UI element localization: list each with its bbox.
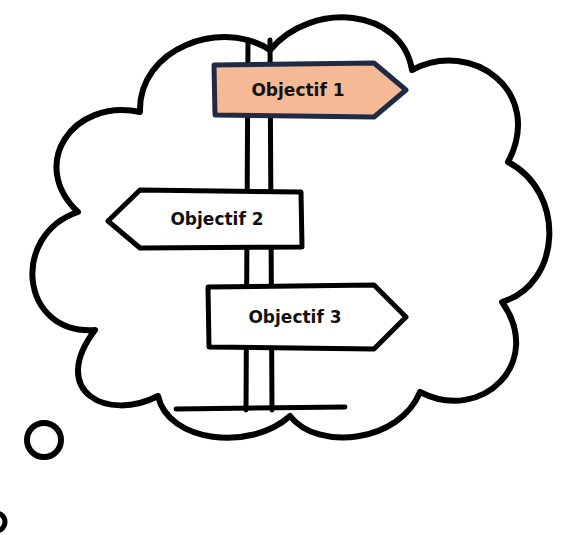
thought-bubble [0,513,5,531]
thought-cloud [32,17,549,437]
sign-outline [208,285,406,349]
sign-outline [108,190,302,248]
thought-bubble [27,423,61,457]
sign-label: Objectif 2 [170,210,263,229]
signpost-arrow: Objectif 2 [106,188,304,250]
sign-outline [214,63,406,117]
signpost-arrow: Objectif 1 [212,62,408,118]
sign-label: Objectif 1 [251,81,344,100]
signpost-arrow: Objectif 3 [206,284,408,350]
sign-label: Objectif 3 [248,308,341,327]
